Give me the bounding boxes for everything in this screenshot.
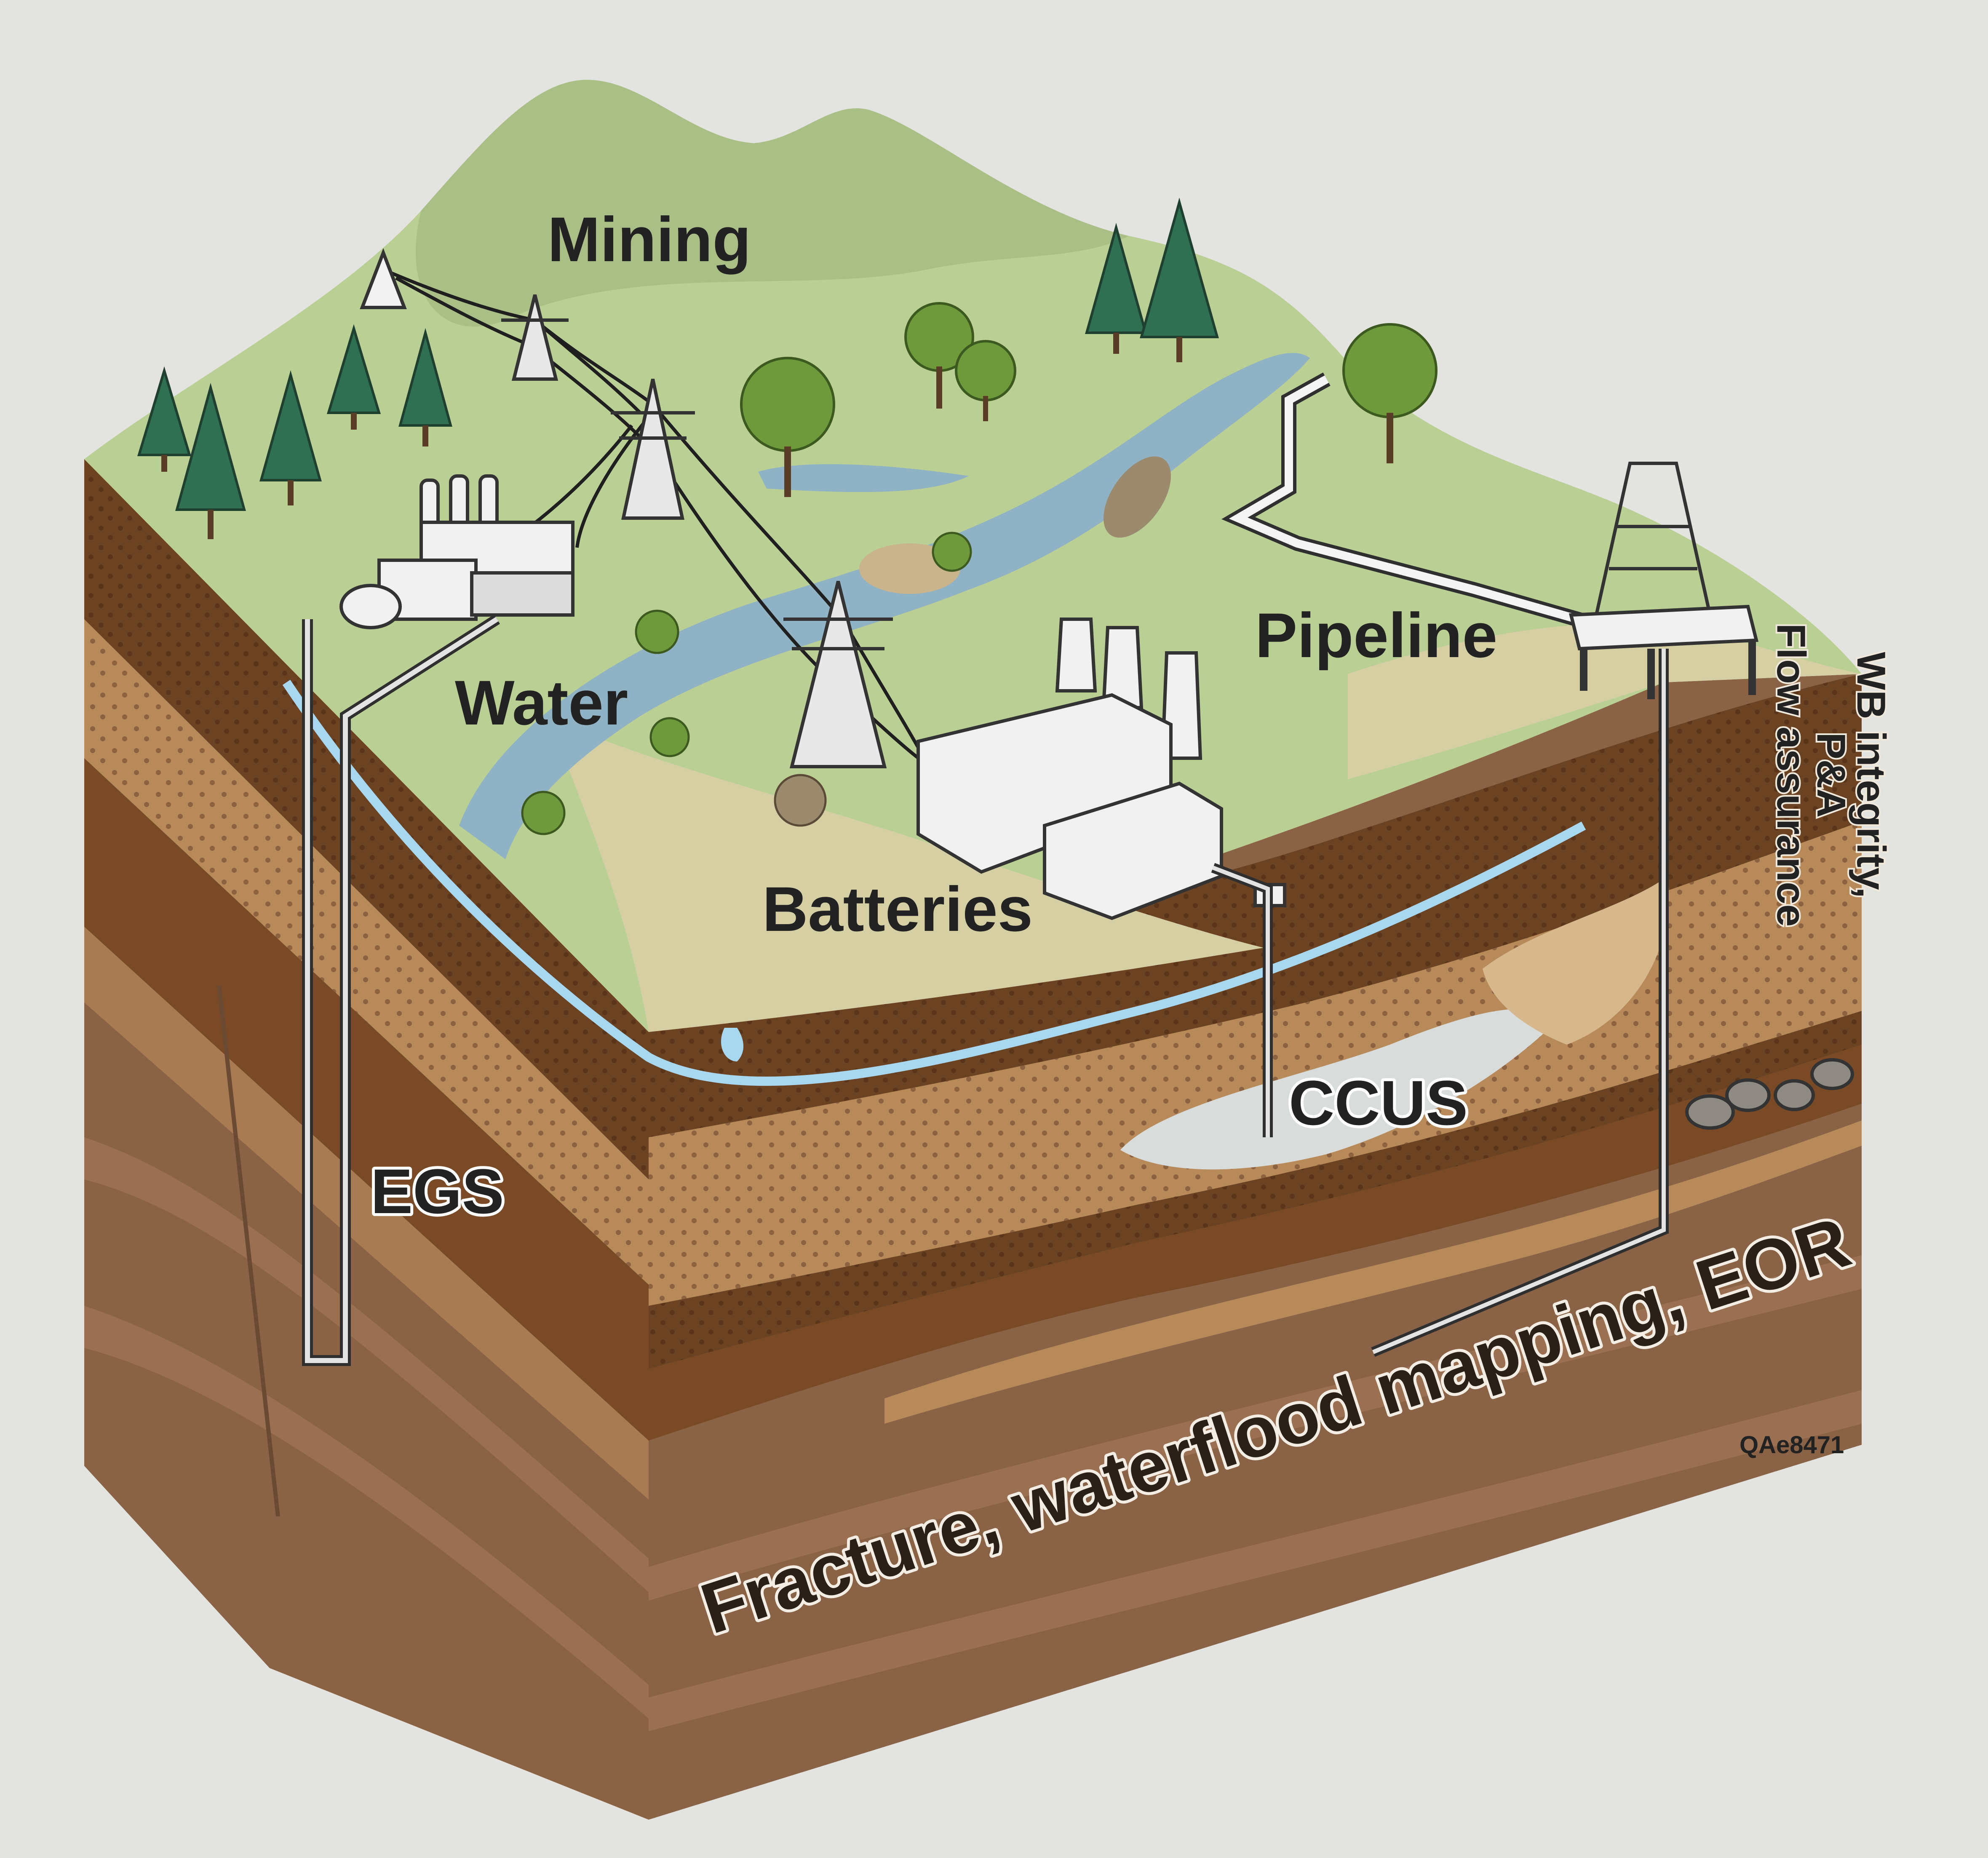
ccus-plume (1120, 1009, 1558, 1170)
egs-plant (339, 474, 574, 629)
rig-well (1371, 649, 1669, 1357)
label-water: Water (455, 667, 628, 738)
mountains (415, 80, 1129, 327)
drilling-rig (1568, 462, 1759, 699)
ccus-well (1211, 863, 1273, 1137)
broadleaf-trees (521, 302, 1438, 835)
label-wb-group: WB integrity, P&A Flow assurance (1767, 622, 1895, 928)
river (459, 353, 1310, 859)
battery-plant (917, 618, 1286, 920)
aquifer-line (282, 679, 1586, 1086)
pipeline (1221, 372, 1594, 631)
label-egs: EGS (371, 1156, 504, 1227)
tree-trunks (161, 333, 1182, 539)
boulders (1685, 1058, 1854, 1130)
label-mining: Mining (548, 204, 751, 275)
label-flow-assurance: Flow assurance (1769, 623, 1814, 927)
label-wb-integrity: WB integrity, (1849, 652, 1894, 898)
figure-code: QAe8471 (1740, 1431, 1844, 1459)
label-batteries: Batteries (762, 874, 1033, 944)
front-face (649, 674, 1862, 1820)
label-pipeline: Pipeline (1255, 600, 1497, 671)
label-ccus: CCUS (1289, 1067, 1468, 1138)
pylons (360, 248, 893, 768)
label-pa: P&A (1809, 733, 1854, 818)
left-face (84, 459, 649, 1820)
